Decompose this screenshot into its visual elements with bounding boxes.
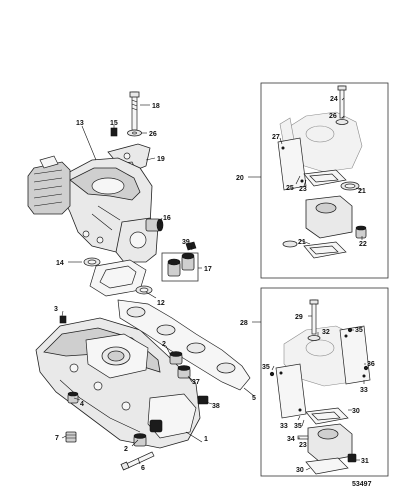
callout-30-lower: 30 bbox=[296, 467, 304, 474]
diagram-id: 53497 bbox=[352, 481, 372, 488]
kit-17 bbox=[161, 252, 199, 282]
callout-2-lower: 2 bbox=[124, 446, 128, 453]
callout-2-upper: 2 bbox=[162, 341, 166, 348]
callout-1: 1 bbox=[204, 436, 208, 443]
callout-20: 20 bbox=[236, 175, 244, 182]
callout-7: 7 bbox=[55, 435, 59, 442]
callout-16: 16 bbox=[163, 215, 171, 222]
exhaust-manifold bbox=[35, 317, 201, 449]
callout-3: 3 bbox=[54, 306, 58, 313]
gasket-5 bbox=[117, 299, 251, 391]
detail-28-assembly bbox=[269, 299, 371, 475]
plug-4 bbox=[67, 391, 79, 404]
callout-6: 6 bbox=[141, 465, 145, 472]
callout-15: 15 bbox=[110, 120, 118, 127]
callout-33-left: 33 bbox=[280, 423, 288, 430]
callout-32: 32 bbox=[322, 329, 330, 336]
callout-19: 19 bbox=[157, 156, 165, 163]
exhaust-elbow-riser bbox=[27, 143, 159, 263]
detail-20-assembly bbox=[277, 85, 367, 259]
detail-box-20 bbox=[260, 82, 389, 279]
callout-4: 4 bbox=[80, 401, 84, 408]
callout-17: 17 bbox=[204, 266, 212, 273]
callout-35-left: 35 bbox=[262, 364, 270, 371]
stud-18 bbox=[129, 91, 140, 131]
callout-39: 39 bbox=[182, 239, 190, 246]
callout-25: 25 bbox=[286, 185, 294, 192]
callout-26-detail: 26 bbox=[329, 113, 337, 120]
callout-13: 13 bbox=[76, 120, 84, 127]
bolt-6 bbox=[120, 451, 155, 471]
callout-21-upper: 21 bbox=[358, 188, 366, 195]
callout-29: 29 bbox=[295, 314, 303, 321]
callout-35-bottom: 35 bbox=[294, 423, 302, 430]
callout-37: 37 bbox=[192, 379, 200, 386]
callout-27: 27 bbox=[272, 134, 280, 141]
callout-21-lower: 21 bbox=[298, 239, 306, 246]
plug-7 bbox=[65, 431, 77, 443]
callout-34: 34 bbox=[287, 436, 295, 443]
callout-35-top: 35 bbox=[355, 327, 363, 334]
callout-26-main: 26 bbox=[149, 131, 157, 138]
callout-14: 14 bbox=[56, 260, 64, 267]
callout-36: 36 bbox=[367, 361, 375, 368]
callout-31: 31 bbox=[361, 458, 369, 465]
plug-15 bbox=[110, 127, 118, 137]
fitting-2-lower bbox=[133, 433, 147, 447]
callout-23-detail20: 23 bbox=[299, 186, 307, 193]
plug-38 bbox=[197, 395, 209, 405]
callout-22: 22 bbox=[359, 241, 367, 248]
callout-33-right: 33 bbox=[360, 387, 368, 394]
callout-5: 5 bbox=[252, 395, 256, 402]
detail-box-28 bbox=[260, 287, 389, 477]
gasket-12 bbox=[83, 257, 153, 297]
fitting-37 bbox=[177, 365, 191, 379]
callout-18: 18 bbox=[152, 103, 160, 110]
callout-28: 28 bbox=[240, 320, 248, 327]
fitting-2-upper bbox=[169, 351, 183, 365]
callout-38: 38 bbox=[212, 403, 220, 410]
callout-23-detail28: 23 bbox=[299, 442, 307, 449]
callout-24: 24 bbox=[330, 96, 338, 103]
callout-30-upper: 30 bbox=[352, 408, 360, 415]
callout-12: 12 bbox=[157, 300, 165, 307]
fitting-16 bbox=[145, 218, 164, 232]
plug-3 bbox=[59, 315, 67, 324]
leader-lines bbox=[61, 97, 366, 471]
